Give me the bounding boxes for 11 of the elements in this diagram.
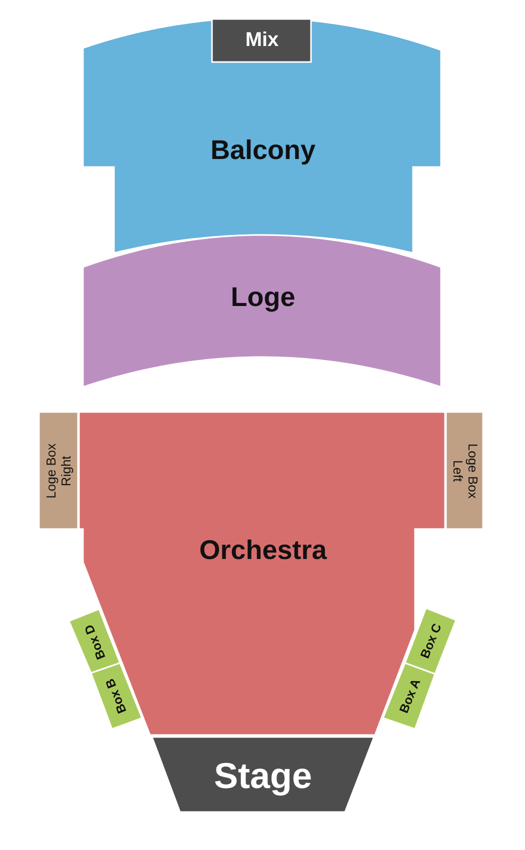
stage-label: Stage bbox=[214, 756, 312, 796]
section-label: Orchestra bbox=[199, 534, 327, 566]
section-label: Box C bbox=[417, 622, 444, 660]
section-label: Box B bbox=[103, 676, 130, 716]
section-label: Box A bbox=[396, 676, 423, 716]
section-label: Box D bbox=[82, 622, 108, 661]
section-label: Balcony bbox=[210, 134, 316, 166]
section-label: Loge bbox=[230, 282, 296, 312]
section-label: Loge Box Right bbox=[44, 442, 74, 500]
section-label: Loge Box Left bbox=[450, 442, 480, 500]
section-label: Mix bbox=[245, 28, 279, 52]
